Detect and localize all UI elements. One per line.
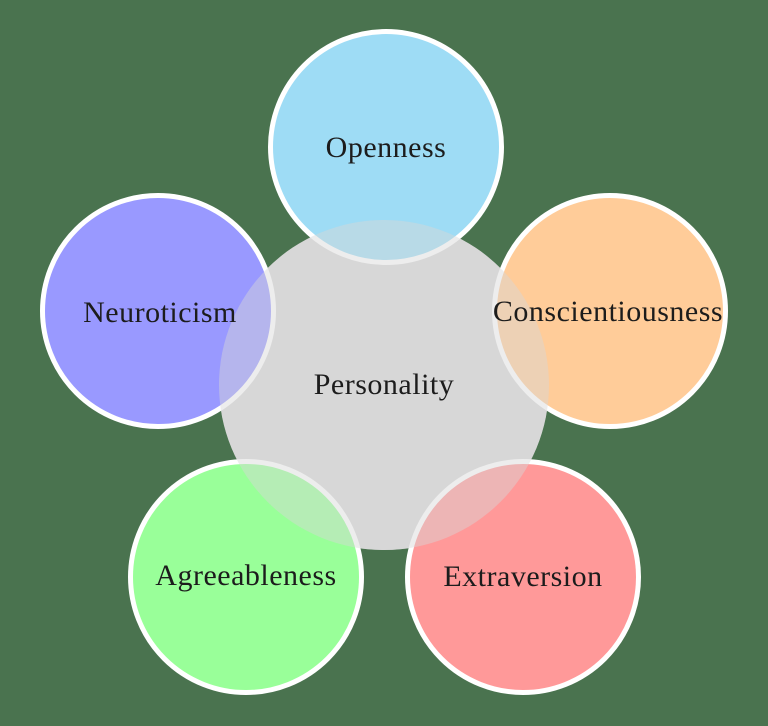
agreeableness-circle bbox=[128, 459, 364, 695]
neuroticism-circle bbox=[40, 193, 276, 429]
openness-label: Openness bbox=[325, 131, 447, 164]
conscientiousness-label: Conscientiousness bbox=[492, 295, 724, 328]
agreeableness-label: Agreeableness bbox=[155, 559, 337, 592]
conscientiousness-circle bbox=[492, 193, 728, 429]
personality-label: Personality bbox=[313, 368, 455, 401]
openness-circle bbox=[268, 29, 504, 265]
neuroticism-label: Neuroticism bbox=[83, 296, 237, 329]
personality-center-overlay bbox=[219, 220, 549, 550]
extraversion-label: Extraversion bbox=[443, 560, 603, 593]
extraversion-circle bbox=[405, 459, 641, 695]
